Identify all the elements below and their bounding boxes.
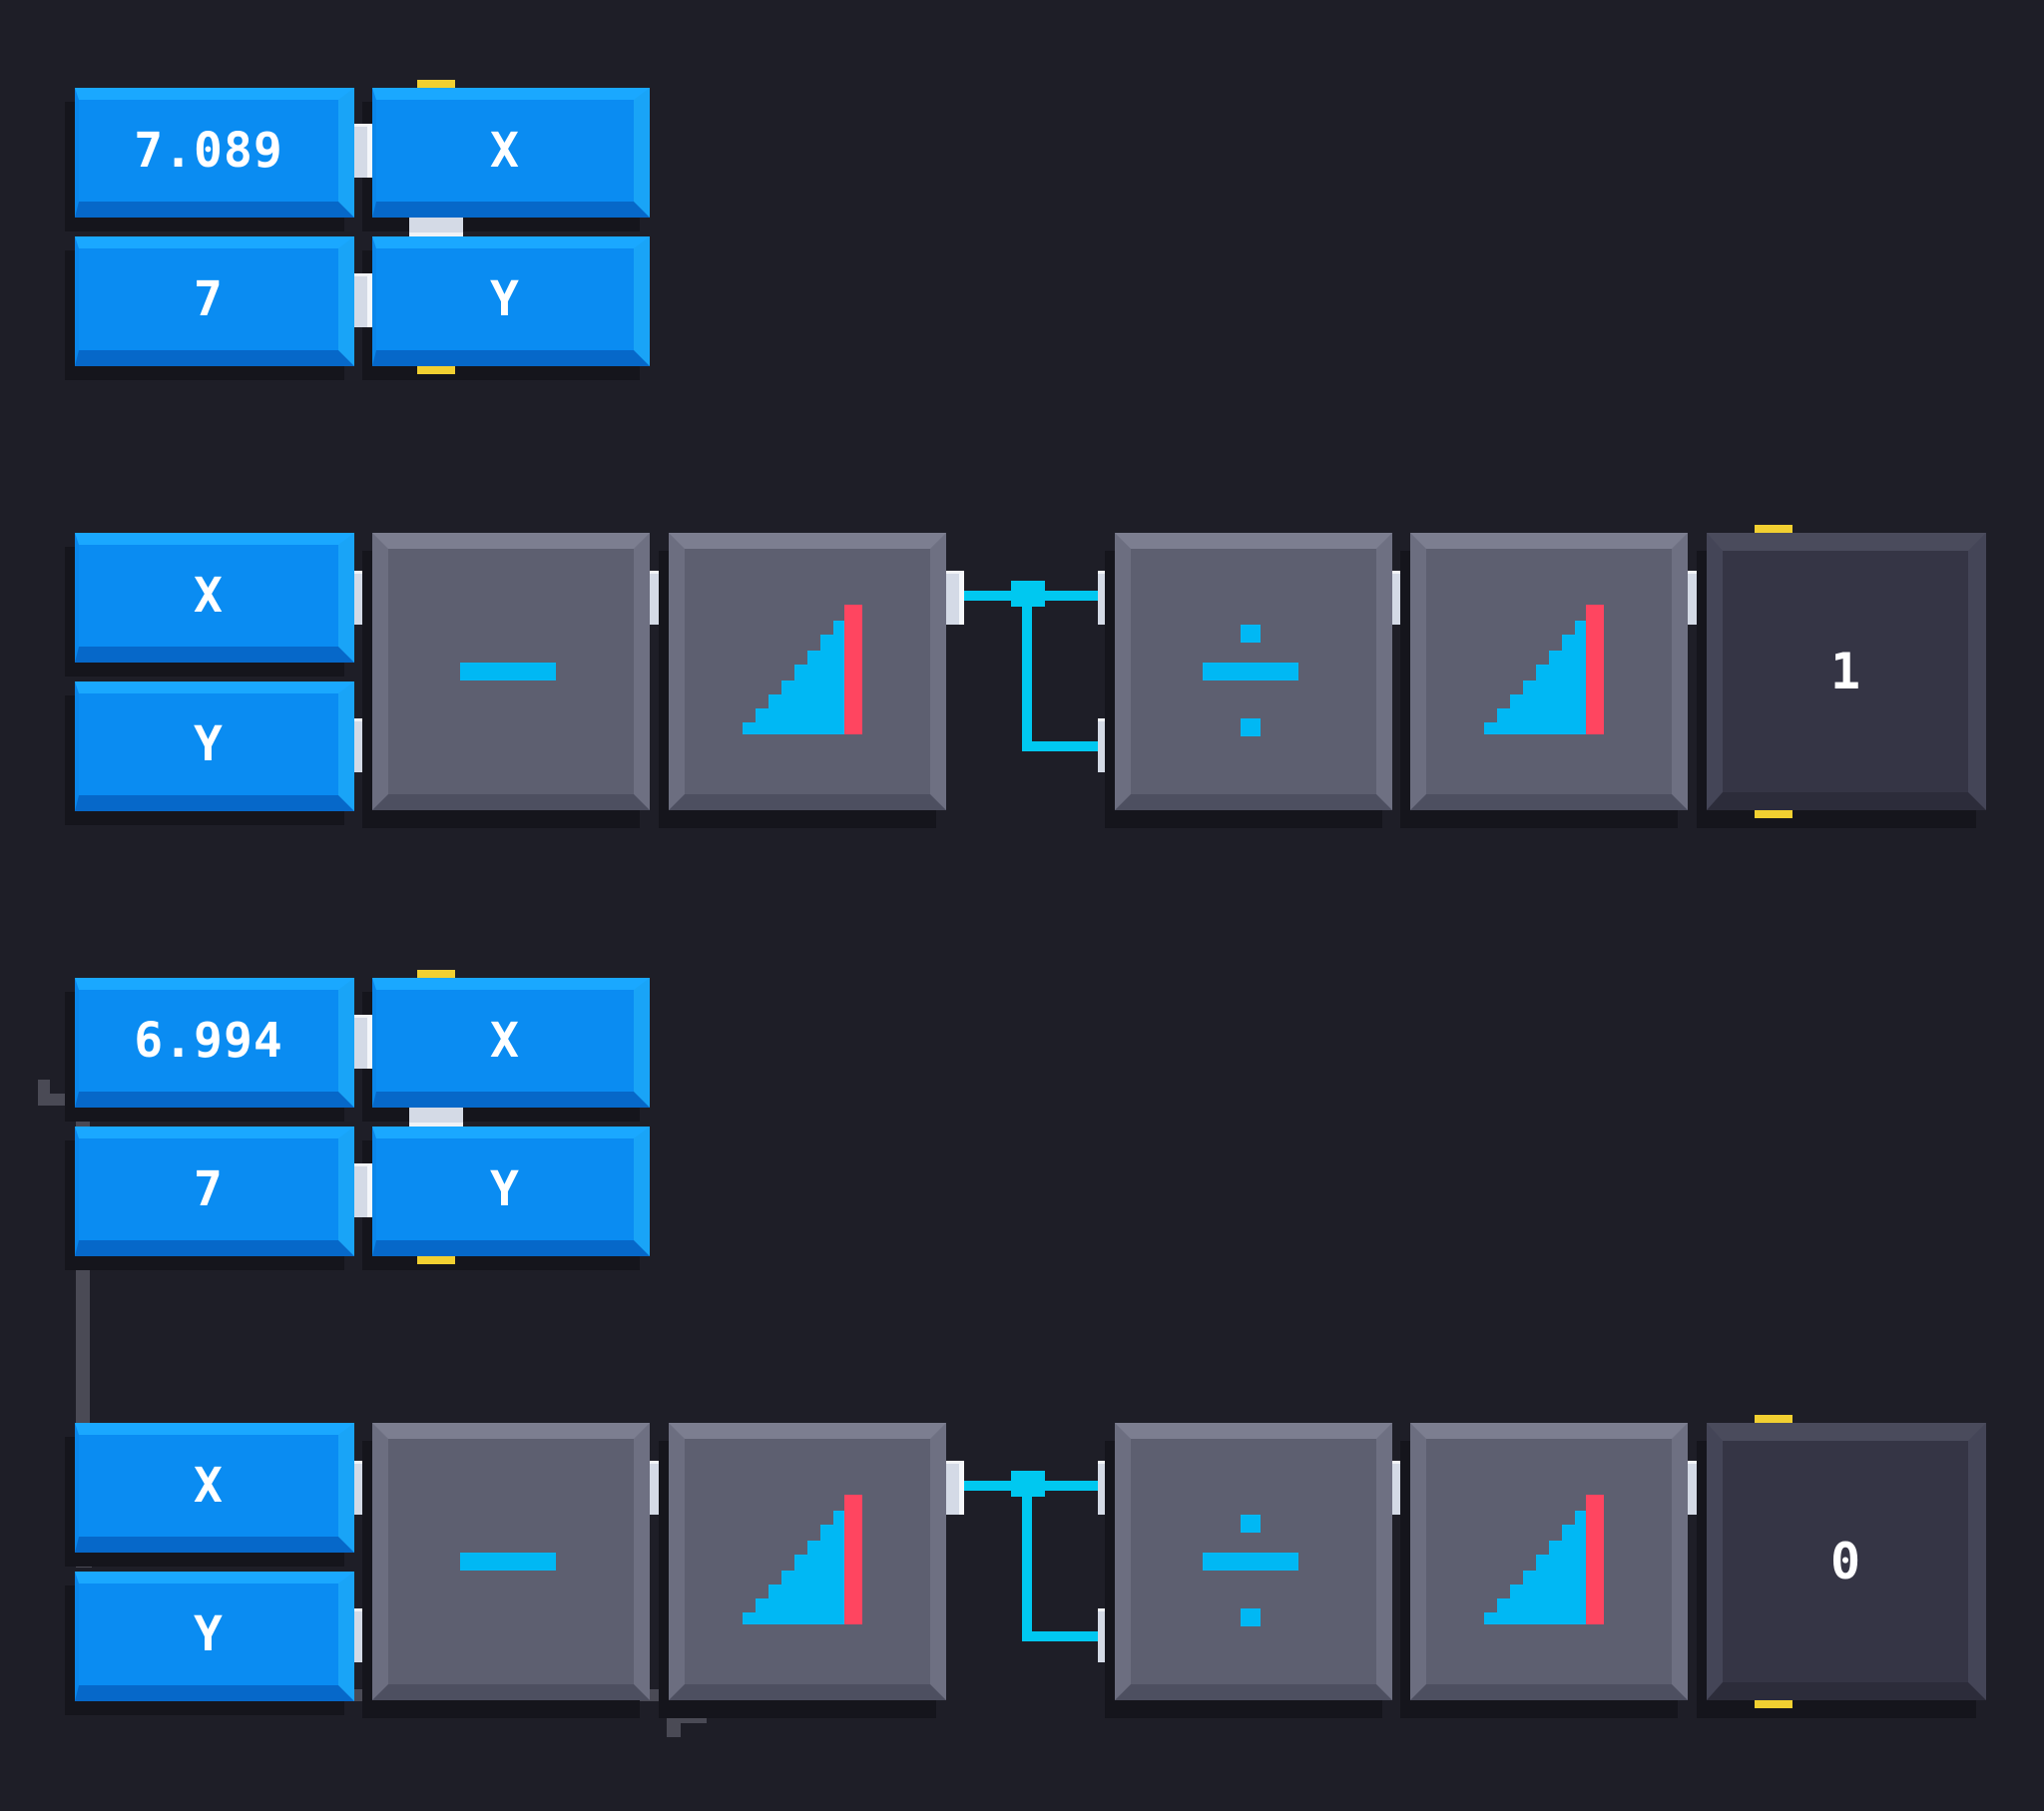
connector-port[interactable] bbox=[650, 571, 668, 625]
wire bbox=[1022, 594, 1032, 751]
x-label: X bbox=[490, 1013, 520, 1069]
connector-port[interactable] bbox=[1098, 1608, 1116, 1662]
y-input-block[interactable]: Y bbox=[75, 681, 354, 811]
ramp-accent bbox=[844, 605, 862, 734]
connector-port[interactable] bbox=[409, 1108, 463, 1127]
connector-port[interactable] bbox=[1098, 718, 1116, 772]
connector-port[interactable] bbox=[1098, 571, 1116, 625]
output-value: 1 bbox=[1829, 643, 1861, 700]
y-input-label: Y bbox=[194, 1606, 224, 1662]
divide-bar bbox=[1203, 1553, 1298, 1571]
value-a-label: 6.994 bbox=[134, 1013, 283, 1069]
top-pin bbox=[1755, 525, 1792, 533]
wire bbox=[1022, 741, 1098, 751]
connector-port[interactable] bbox=[946, 571, 964, 625]
ramp-icon bbox=[743, 1511, 846, 1624]
ramp-icon bbox=[1484, 621, 1588, 734]
y-label: Y bbox=[490, 271, 520, 327]
ramp-block[interactable] bbox=[1410, 1423, 1688, 1700]
connector-port[interactable] bbox=[354, 1608, 372, 1662]
divide-dot bbox=[1241, 1608, 1261, 1626]
output-value: 0 bbox=[1829, 1533, 1861, 1590]
divide-dot bbox=[1241, 718, 1261, 736]
ramp-block[interactable] bbox=[1410, 533, 1688, 810]
ramp-accent bbox=[1586, 605, 1604, 734]
x-label: X bbox=[490, 123, 520, 179]
divide-block[interactable] bbox=[1115, 1423, 1392, 1700]
connector-port[interactable] bbox=[946, 1461, 964, 1515]
value-block-a[interactable]: 7.089 bbox=[75, 88, 354, 218]
value-block-b[interactable]: 7 bbox=[75, 1127, 354, 1256]
bottom-pin bbox=[1755, 1700, 1792, 1708]
value-block-a[interactable]: 6.994 bbox=[75, 978, 354, 1108]
bottom-pin bbox=[1755, 810, 1792, 818]
y-label: Y bbox=[490, 1161, 520, 1217]
connector-port[interactable] bbox=[354, 1461, 372, 1515]
connector-port[interactable] bbox=[1688, 571, 1706, 625]
input-tick bbox=[1403, 1618, 1409, 1652]
x-input-block[interactable]: X bbox=[75, 533, 354, 663]
minus-icon bbox=[460, 1553, 556, 1571]
input-tick bbox=[662, 728, 668, 762]
wire bbox=[1022, 1484, 1032, 1641]
dim-wire bbox=[667, 1689, 681, 1737]
connector-port[interactable] bbox=[354, 273, 372, 327]
connector-port[interactable] bbox=[354, 718, 372, 772]
y-input-label: Y bbox=[194, 716, 224, 772]
divide-icon bbox=[1241, 625, 1261, 643]
connector-port[interactable] bbox=[354, 1015, 372, 1069]
value-block-b[interactable]: 7 bbox=[75, 236, 354, 366]
input-tick bbox=[1403, 728, 1409, 762]
ramp-block[interactable] bbox=[669, 1423, 946, 1700]
output-display[interactable]: 0 bbox=[1707, 1423, 1986, 1700]
ramp-icon bbox=[1484, 1511, 1588, 1624]
divide-bar bbox=[1203, 663, 1298, 680]
input-tick bbox=[662, 1618, 668, 1652]
x-input-label: X bbox=[194, 1458, 224, 1514]
connector-port[interactable] bbox=[354, 571, 372, 625]
bottom-pin bbox=[417, 366, 455, 374]
value-b-label: 7 bbox=[194, 1161, 224, 1217]
connector-port[interactable] bbox=[409, 218, 463, 236]
minus-icon bbox=[460, 663, 556, 680]
dim-wire bbox=[38, 1094, 80, 1106]
value-a-label: 7.089 bbox=[134, 123, 283, 179]
connector-port[interactable] bbox=[1392, 571, 1410, 625]
connector-port[interactable] bbox=[354, 1163, 372, 1217]
y-output-block[interactable]: Y bbox=[372, 236, 650, 366]
connector-port[interactable] bbox=[1098, 1461, 1116, 1515]
top-pin bbox=[417, 970, 455, 978]
ramp-icon bbox=[743, 621, 846, 734]
subtract-block[interactable] bbox=[372, 1423, 650, 1700]
top-pin bbox=[1755, 1415, 1792, 1423]
x-output-block[interactable]: X bbox=[372, 978, 650, 1108]
output-display[interactable]: 1 bbox=[1707, 533, 1986, 810]
y-input-block[interactable]: Y bbox=[75, 1572, 354, 1701]
wire bbox=[1022, 1631, 1098, 1641]
x-output-block[interactable]: X bbox=[372, 88, 650, 218]
connector-port[interactable] bbox=[1392, 1461, 1410, 1515]
y-output-block[interactable]: Y bbox=[372, 1127, 650, 1256]
connector-port[interactable] bbox=[650, 1461, 668, 1515]
subtract-block[interactable] bbox=[372, 533, 650, 810]
x-input-label: X bbox=[194, 568, 224, 624]
divide-icon bbox=[1241, 1515, 1261, 1533]
ramp-accent bbox=[1586, 1495, 1604, 1624]
divide-block[interactable] bbox=[1115, 533, 1392, 810]
ramp-block[interactable] bbox=[669, 533, 946, 810]
x-input-block[interactable]: X bbox=[75, 1423, 354, 1553]
connector-port[interactable] bbox=[1688, 1461, 1706, 1515]
ramp-accent bbox=[844, 1495, 862, 1624]
value-b-label: 7 bbox=[194, 271, 224, 327]
connector-port[interactable] bbox=[354, 124, 372, 178]
bottom-pin bbox=[417, 1256, 455, 1264]
top-pin bbox=[417, 80, 455, 88]
